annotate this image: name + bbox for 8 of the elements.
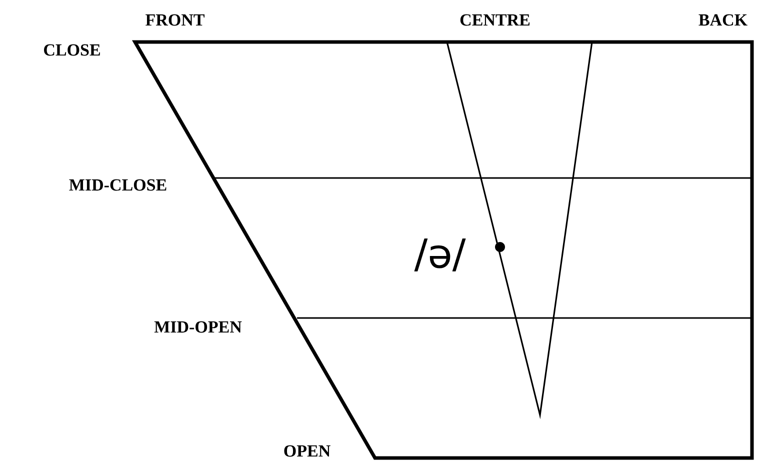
axis-label: OPEN: [284, 445, 330, 457]
axis-label: MID-CLOSE: [69, 179, 166, 191]
axis-label: BACK: [698, 14, 748, 26]
axis-label: MID-OPEN: [154, 321, 242, 333]
axis-label: FRONT: [146, 14, 204, 26]
phonetic-symbol: /ə/: [414, 238, 466, 272]
axis-label: CENTRE: [460, 14, 530, 26]
axis-label: CLOSE: [44, 44, 100, 56]
